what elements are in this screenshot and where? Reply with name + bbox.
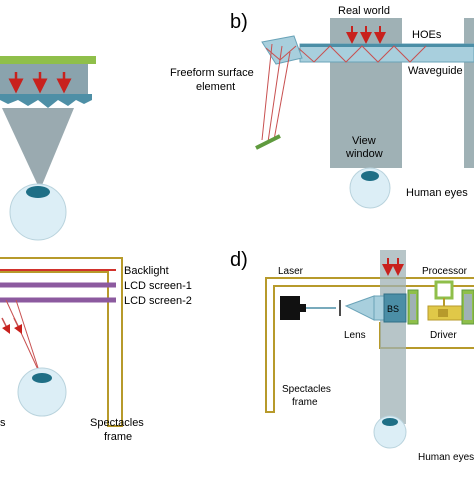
- panel-a: [0, 56, 96, 241]
- panel-d-view-column: [380, 250, 406, 424]
- panel-a-eye: [9, 183, 67, 241]
- laser-label: Laser: [278, 266, 304, 277]
- real-world-label: Real world: [338, 5, 390, 17]
- panel-a-fresnel-lens: [0, 94, 92, 108]
- panel-d-label: d): [230, 249, 248, 271]
- bs-label: BS: [387, 304, 399, 314]
- driver-chip: [438, 309, 448, 317]
- panel-c-pupil: [32, 373, 52, 383]
- ray-2: [261, 43, 273, 141]
- view-window-label-line2: window: [345, 148, 383, 160]
- panel-c-spectacles-frame: [0, 257, 123, 427]
- laser-nozzle: [300, 304, 306, 312]
- view-window-right-edge: [464, 18, 474, 168]
- lens-cone: [344, 295, 375, 321]
- panel-b-label: b): [230, 11, 248, 33]
- hoe-layer: [300, 44, 474, 47]
- panel-c-spectacles-label-line2: frame: [104, 431, 132, 443]
- right-module-screen: [464, 294, 472, 320]
- panel-c: Backlight LCD screen-1 LCD screen-2 s Sp…: [0, 257, 192, 443]
- lcd-screen-2-label: LCD screen-2: [124, 295, 192, 307]
- hoes-label: HOEs: [412, 29, 442, 41]
- panel-a-top-plate: [0, 56, 96, 64]
- panel-d: d) BS Laser Processor Lens Driver: [230, 249, 474, 463]
- panel-c-left-partial-label: s: [0, 417, 6, 429]
- waveguide-rays: [295, 45, 427, 63]
- ray-4: [265, 45, 297, 61]
- beam-splitter: [383, 293, 407, 323]
- panel-c-eye: [17, 367, 67, 417]
- ray-3: [273, 51, 291, 141]
- panel-c-ray-arrow-2: [13, 317, 23, 335]
- panel-d-spectacles-label-line1: Spectacles: [282, 384, 331, 395]
- driver-label: Driver: [430, 330, 457, 341]
- laser-source: [280, 296, 300, 320]
- panel-d-pupil: [382, 418, 398, 426]
- panel-b-eye: [349, 167, 391, 209]
- panel-a-light-cone: [2, 108, 74, 190]
- panel-c-ray-1: [5, 299, 41, 375]
- waveguide-label: Waveguide: [408, 65, 463, 77]
- panel-a-display-block: [0, 64, 88, 94]
- lens: [373, 295, 385, 321]
- freeform-label-line2: element: [196, 81, 235, 93]
- freeform-label-line1: Freeform surface: [170, 67, 254, 79]
- panel-d-spectacles-frame: [265, 277, 474, 413]
- panel-c-ray-arrow-1: [1, 317, 11, 335]
- lcd-screen-1-label: LCD screen-1: [124, 280, 192, 292]
- micro-display: [255, 134, 281, 150]
- panel-a-pupil: [26, 186, 50, 198]
- processor-label: Processor: [422, 266, 468, 277]
- panel-c-spectacles-label-line1: Spectacles: [90, 417, 144, 429]
- panel-b-pupil: [361, 171, 379, 181]
- panel-d-spectacles-label-line2: frame: [292, 397, 318, 408]
- human-eyes-label-d: Human eyes: [418, 452, 474, 463]
- display-screen: [410, 294, 416, 320]
- freeform-surface-element: [261, 35, 303, 65]
- panel-d-eye: [373, 415, 407, 449]
- view-window-label-line1: View: [352, 135, 376, 147]
- ray-1: [267, 45, 283, 143]
- backlight-label: Backlight: [124, 265, 169, 277]
- panel-b: b) Real world HOEs Waveguide Freeform su…: [170, 5, 474, 209]
- processor-chip: [434, 280, 454, 300]
- human-eyes-label-b: Human eyes: [406, 187, 468, 199]
- panel-c-ray-2: [15, 299, 41, 375]
- lens-label: Lens: [344, 330, 366, 341]
